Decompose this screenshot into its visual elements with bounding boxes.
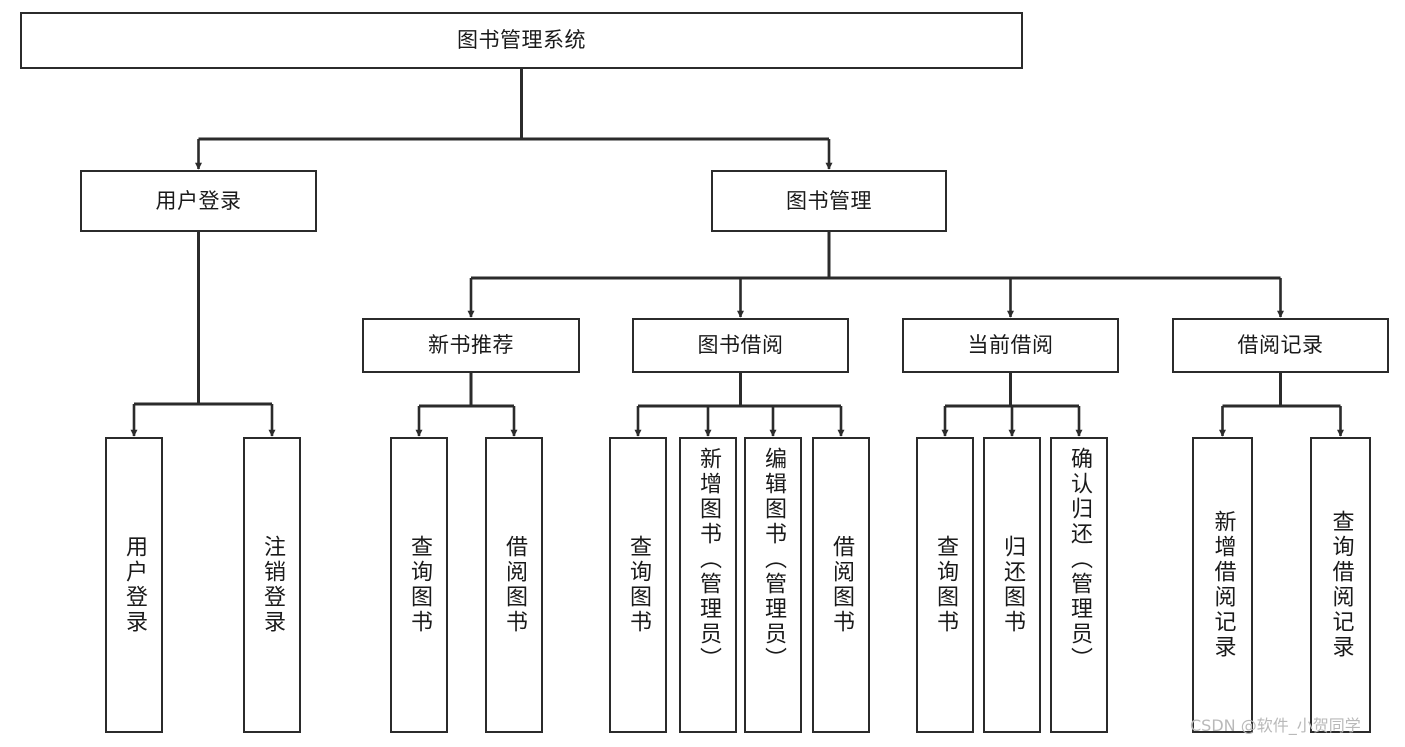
- node-leaf-confirm-return[interactable]: 确认归还（管理员）: [1050, 437, 1108, 733]
- node-book-management[interactable]: 图书管理: [711, 170, 947, 232]
- node-leaf-query-book-nbr[interactable]: 查询图书: [390, 437, 448, 733]
- node-label: 注销登录: [260, 535, 285, 635]
- node-leaf-borrow-book-bb[interactable]: 借阅图书: [812, 437, 870, 733]
- node-label: 新增借阅记录: [1210, 510, 1236, 660]
- node-label: 当前借阅: [967, 333, 1054, 358]
- node-book-borrow[interactable]: 图书借阅: [632, 318, 849, 373]
- node-label: 用户登录: [122, 535, 147, 635]
- node-borrow-records[interactable]: 借阅记录: [1172, 318, 1389, 373]
- node-label: 借阅记录: [1237, 333, 1324, 358]
- node-leaf-user-login[interactable]: 用户登录: [105, 437, 163, 733]
- node-label: 查询图书: [407, 535, 432, 635]
- node-leaf-query-record[interactable]: 查询借阅记录: [1310, 437, 1371, 733]
- node-new-book-recommend[interactable]: 新书推荐: [362, 318, 580, 373]
- node-label: 图书管理: [786, 188, 872, 213]
- node-label: 图书管理系统: [457, 28, 586, 53]
- node-root[interactable]: 图书管理系统: [20, 12, 1023, 69]
- node-label: 借阅图书: [502, 535, 527, 635]
- node-label: 查询借阅记录: [1328, 510, 1354, 660]
- node-leaf-add-book[interactable]: 新增图书（管理员）: [679, 437, 737, 733]
- node-label: 查询图书: [933, 535, 958, 635]
- node-leaf-query-book-bb[interactable]: 查询图书: [609, 437, 667, 733]
- node-leaf-edit-book[interactable]: 编辑图书（管理员）: [744, 437, 802, 733]
- node-label: 新增图书（管理员）: [696, 447, 721, 672]
- node-label: 新书推荐: [428, 333, 514, 358]
- node-label: 编辑图书（管理员）: [761, 447, 786, 672]
- node-leaf-add-record[interactable]: 新增借阅记录: [1192, 437, 1253, 733]
- node-leaf-logout[interactable]: 注销登录: [243, 437, 301, 733]
- node-label: 用户登录: [155, 188, 242, 213]
- node-label: 查询图书: [626, 535, 651, 635]
- node-label: 归还图书: [1000, 535, 1025, 635]
- node-user-login[interactable]: 用户登录: [80, 170, 317, 232]
- node-label: 确认归还（管理员）: [1067, 447, 1092, 672]
- node-leaf-borrow-book-nbr[interactable]: 借阅图书: [485, 437, 543, 733]
- watermark: CSDN @软件_小贺同学: [1190, 716, 1361, 735]
- node-leaf-return-book[interactable]: 归还图书: [983, 437, 1041, 733]
- node-current-borrow[interactable]: 当前借阅: [902, 318, 1119, 373]
- node-label: 图书借阅: [697, 333, 784, 358]
- node-leaf-query-book-cb[interactable]: 查询图书: [916, 437, 974, 733]
- node-label: 借阅图书: [829, 535, 854, 635]
